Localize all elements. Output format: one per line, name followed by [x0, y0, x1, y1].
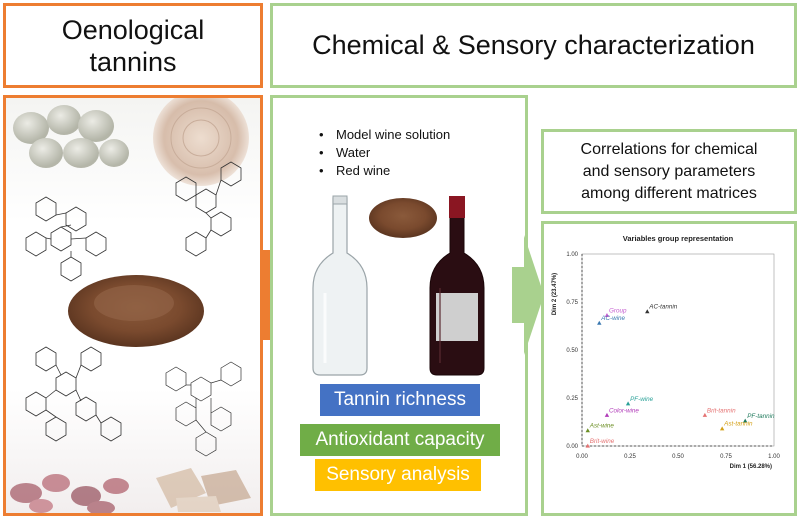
y-tick-label: 0.25	[566, 396, 578, 402]
x-axis-label: Dim 1 (56.28%)	[730, 464, 772, 470]
y-axis-label: Dim 2 (23.47%)	[552, 273, 558, 315]
process-arrow-green	[512, 235, 544, 355]
tannin-powder-image	[68, 275, 204, 347]
molecule-structure-3	[25, 346, 122, 442]
wood-image	[153, 98, 249, 186]
red-wine-bottle-image	[429, 196, 485, 376]
tannin-illustration	[10, 98, 251, 513]
data-point-label: AC-tannin	[648, 304, 677, 311]
variables-group-chart: Variables group representation 0.00 0.25 0.…	[552, 234, 780, 470]
matrices-panel: Model wine solution Water Red wine Tanni…	[270, 95, 528, 516]
y-tick-label: 0.75	[566, 300, 578, 306]
x-tick-label: 1.00	[768, 454, 780, 460]
grape-skins-image	[10, 474, 129, 513]
data-point-label: Group	[609, 307, 627, 314]
data-point	[585, 428, 590, 433]
x-tick-label: 0.50	[672, 454, 684, 460]
gall-nuts-image	[13, 105, 129, 168]
correlation-text: Correlations for chemical and sensory pa…	[580, 140, 758, 202]
y-tick-label: 0.00	[566, 444, 578, 450]
data-point-label: Brit-tannin	[707, 407, 736, 414]
data-point	[645, 309, 650, 314]
data-point	[719, 426, 725, 431]
variables-chart-box: Variables group representation 0.00 0.25 0.…	[541, 221, 797, 516]
matrix-item-water: Water	[319, 144, 450, 162]
chart-title: Variables group representation	[623, 234, 734, 243]
x-tick-label: 0.75	[720, 454, 732, 460]
data-point-label: PF-tannin	[747, 413, 775, 420]
oenological-tannins-title-box: Oenological tannins	[3, 3, 263, 88]
matrix-item-red-wine: Red wine	[319, 162, 450, 180]
data-point	[625, 401, 631, 406]
x-tick-label: 0.25	[624, 454, 636, 460]
powder-heap-image	[369, 198, 437, 238]
characterization-title-box: Chemical & Sensory characterization	[270, 3, 797, 88]
bottles-illustration	[312, 195, 485, 376]
molecule-structure-1	[25, 196, 107, 282]
matrix-list: Model wine solution Water Red wine	[319, 126, 450, 180]
y-tick-label: 0.50	[566, 348, 578, 354]
matrix-item-model-wine: Model wine solution	[319, 126, 450, 144]
data-point	[585, 443, 590, 448]
data-point	[604, 313, 610, 318]
wood-chips-image	[156, 468, 251, 512]
oenological-tannins-title: Oenological tannins	[61, 14, 205, 77]
antioxidant-capacity-label: Antioxidant capacity	[300, 424, 500, 456]
sensory-analysis-label: Sensory analysis	[315, 459, 481, 491]
x-tick-label: 0.00	[576, 454, 588, 460]
data-point	[743, 418, 748, 423]
data-point-label: Color-wine	[609, 407, 639, 414]
y-tick-label: 1.00	[566, 252, 578, 258]
data-point-label: Ast-tannin	[723, 421, 753, 428]
molecule-structure-4	[165, 361, 242, 457]
data-point-label: Ast-wine	[589, 423, 615, 430]
data-point	[702, 412, 708, 417]
data-point-label: PF-wine	[630, 396, 654, 403]
correlation-box: Correlations for chemical and sensory pa…	[541, 129, 797, 214]
data-point-label: AC-wine	[600, 315, 625, 322]
data-point-label: Brit-wine	[590, 438, 615, 445]
molecule-structure-2	[175, 161, 242, 257]
tannin-images-panel	[3, 95, 263, 516]
characterization-title: Chemical & Sensory characterization	[312, 30, 755, 60]
clear-bottle-image	[312, 195, 368, 376]
tannin-richness-label: Tannin richness	[320, 384, 480, 416]
plot-area	[581, 253, 775, 447]
data-point	[597, 320, 602, 325]
data-point	[604, 412, 610, 417]
